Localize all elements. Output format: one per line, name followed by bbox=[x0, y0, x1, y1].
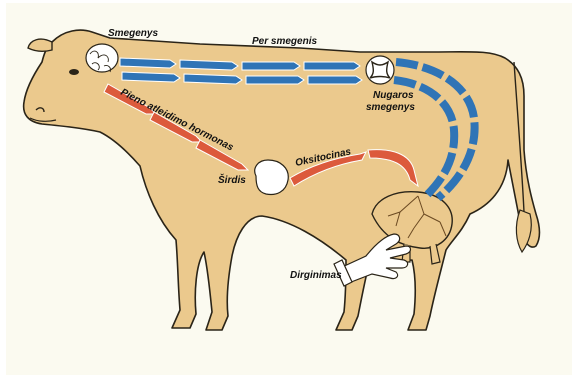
spinal-cord-label-line1: Nugaros bbox=[373, 90, 414, 101]
cow-eye bbox=[69, 69, 79, 75]
heart-icon bbox=[255, 160, 289, 194]
heart-label: Širdis bbox=[218, 173, 246, 186]
stimulation-label: Dirginimas bbox=[290, 270, 342, 281]
brain-icon bbox=[86, 44, 118, 72]
spinal-cord-icon bbox=[366, 56, 394, 84]
via-brain-label: Per smegenis bbox=[252, 36, 317, 47]
brain-label: Smegenys bbox=[108, 28, 158, 39]
spinal-cord-label-line2: smegenys bbox=[366, 102, 415, 113]
